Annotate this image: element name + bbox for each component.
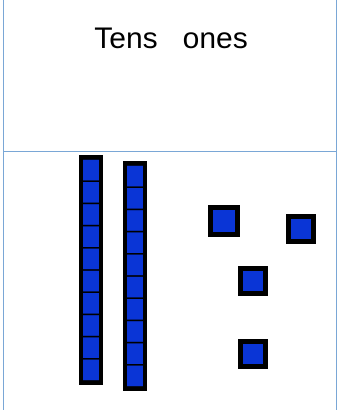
rod-unit-cell <box>83 249 99 270</box>
rod-unit-cell <box>127 166 143 187</box>
ones-cube <box>286 214 316 244</box>
rod-unit-cell <box>127 188 143 209</box>
rod-unit-cell <box>83 360 99 381</box>
rod-unit-cell <box>83 337 99 358</box>
rod-unit-cell <box>127 343 143 364</box>
rod-unit-cell <box>127 321 143 342</box>
rod-unit-cell <box>127 299 143 320</box>
tens-rod <box>79 155 103 385</box>
rod-unit-cell <box>127 277 143 298</box>
rod-unit-cell <box>127 232 143 253</box>
rod-unit-cell <box>127 210 143 231</box>
rod-unit-cell <box>83 160 99 181</box>
rod-unit-cell <box>83 182 99 203</box>
ones-cube <box>238 339 268 369</box>
ones-cube <box>238 266 268 296</box>
rod-unit-cell <box>83 204 99 225</box>
rod-unit-cell <box>83 226 99 247</box>
rod-unit-cell <box>83 293 99 314</box>
rod-unit-cell <box>127 255 143 276</box>
rod-unit-cell <box>83 271 99 292</box>
ones-cube <box>208 205 240 237</box>
rod-unit-cell <box>83 315 99 336</box>
rod-unit-cell <box>127 366 143 387</box>
tens-rod <box>123 161 147 391</box>
